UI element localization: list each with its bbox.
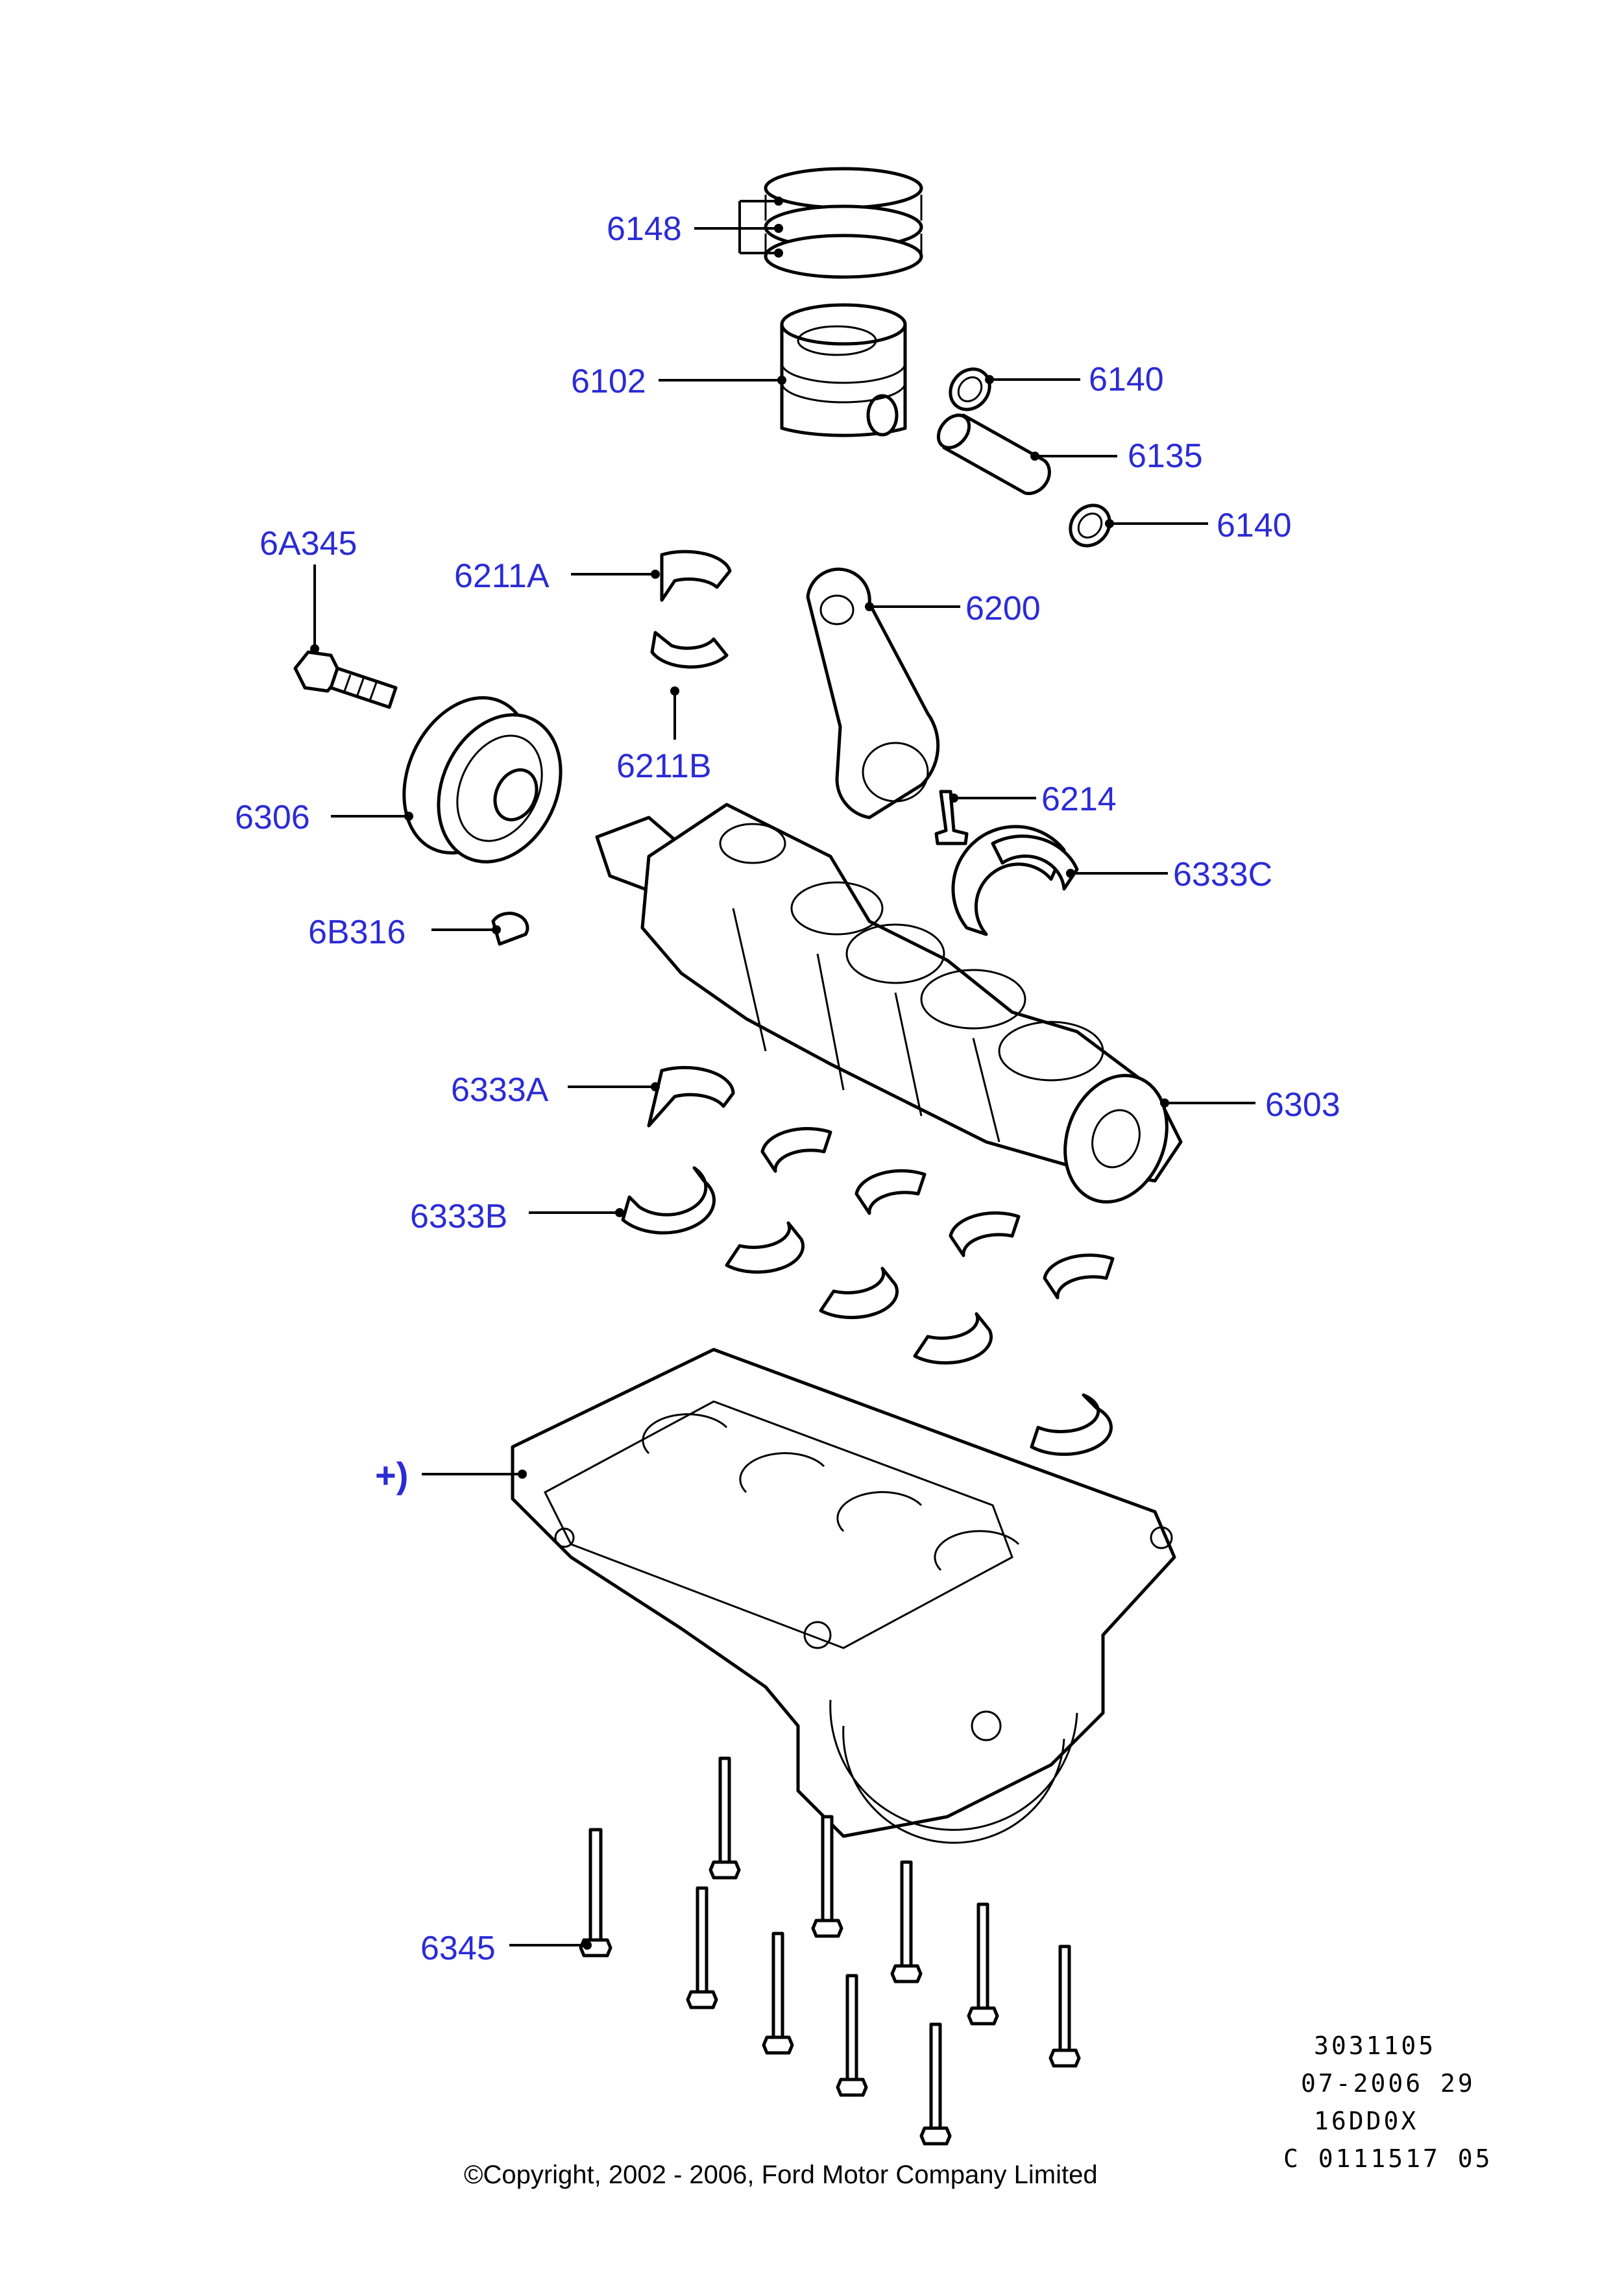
leader-plus <box>422 1470 527 1479</box>
leader-6102 <box>659 376 786 385</box>
label-6333A[interactable]: 6333A <box>451 1071 549 1109</box>
label-6148[interactable]: 6148 <box>607 210 682 248</box>
pulley-bolt-part <box>293 650 398 709</box>
leader-6333C <box>1066 869 1168 878</box>
label-6140-lower[interactable]: 6140 <box>1217 507 1292 544</box>
leader-6303 <box>1160 1098 1255 1108</box>
label-6333C[interactable]: 6333C <box>1173 856 1272 893</box>
label-6303[interactable]: 6303 <box>1265 1086 1340 1124</box>
leader-6211B <box>670 686 679 740</box>
label-6B316[interactable]: 6B316 <box>308 914 406 951</box>
main-bearing-shells-part <box>725 1127 1115 1456</box>
label-6214[interactable]: 6214 <box>1041 781 1117 818</box>
lower-crankcase-part <box>511 1348 1176 1844</box>
leader-6200 <box>865 602 960 611</box>
label-6135[interactable]: 6135 <box>1128 437 1203 475</box>
crankshaft-part <box>595 803 1183 1204</box>
circlip-lower-part <box>1069 503 1111 548</box>
con-rod-bearing-lower-part <box>650 631 729 669</box>
con-rod-bolt-part <box>934 790 969 845</box>
label-6200[interactable]: 6200 <box>965 590 1041 627</box>
con-rod-bearing-upper-part <box>660 550 732 602</box>
main-bearing-lower-part <box>621 1166 716 1235</box>
crankcase-bolts-part <box>579 1756 1081 2146</box>
connecting-rod-part <box>806 567 940 819</box>
label-plus[interactable]: +) <box>375 1455 408 1496</box>
leader-6B316 <box>431 925 501 934</box>
thrust-washer-part <box>951 825 1079 936</box>
woodruff-key-part <box>491 912 529 946</box>
meta-line-4: C 0111517 05 <box>1283 2144 1493 2173</box>
label-6140-upper[interactable]: 6140 <box>1089 361 1164 398</box>
meta-line-3: 16DD0X <box>1314 2107 1418 2135</box>
leader-6214 <box>949 794 1036 803</box>
label-6102[interactable]: 6102 <box>571 363 646 400</box>
leader-6306 <box>331 812 413 821</box>
circlip-upper-part <box>949 367 991 411</box>
piston-pin-part <box>936 413 1051 496</box>
label-6211B[interactable]: 6211B <box>616 747 712 785</box>
leader-6140-lower <box>1105 519 1208 528</box>
piston-part <box>780 303 907 437</box>
leader-6148 <box>694 197 783 258</box>
label-6333B[interactable]: 6333B <box>410 1198 507 1235</box>
leader-6333B <box>529 1208 624 1217</box>
piston-rings-part <box>764 167 923 279</box>
leader-6A345 <box>310 564 319 653</box>
main-bearing-upper-part <box>647 1065 735 1128</box>
leader-6135 <box>1030 452 1117 461</box>
meta-line-2: 07-2006 29 <box>1301 2069 1475 2098</box>
meta-line-1: 3031105 <box>1314 2031 1436 2060</box>
leader-6140-upper <box>985 375 1080 384</box>
label-6306[interactable]: 6306 <box>235 799 310 836</box>
leader-6211A <box>571 570 660 579</box>
crankshaft-pulley-part <box>402 696 563 864</box>
label-6345[interactable]: 6345 <box>420 1930 496 1967</box>
label-6211A[interactable]: 6211A <box>454 557 550 595</box>
copyright-text: ©Copyright, 2002 - 2006, Ford Motor Comp… <box>464 2161 1098 2189</box>
leader-6333A <box>568 1082 660 1091</box>
label-6A345[interactable]: 6A345 <box>260 525 357 563</box>
leader-6345 <box>509 1941 592 1950</box>
